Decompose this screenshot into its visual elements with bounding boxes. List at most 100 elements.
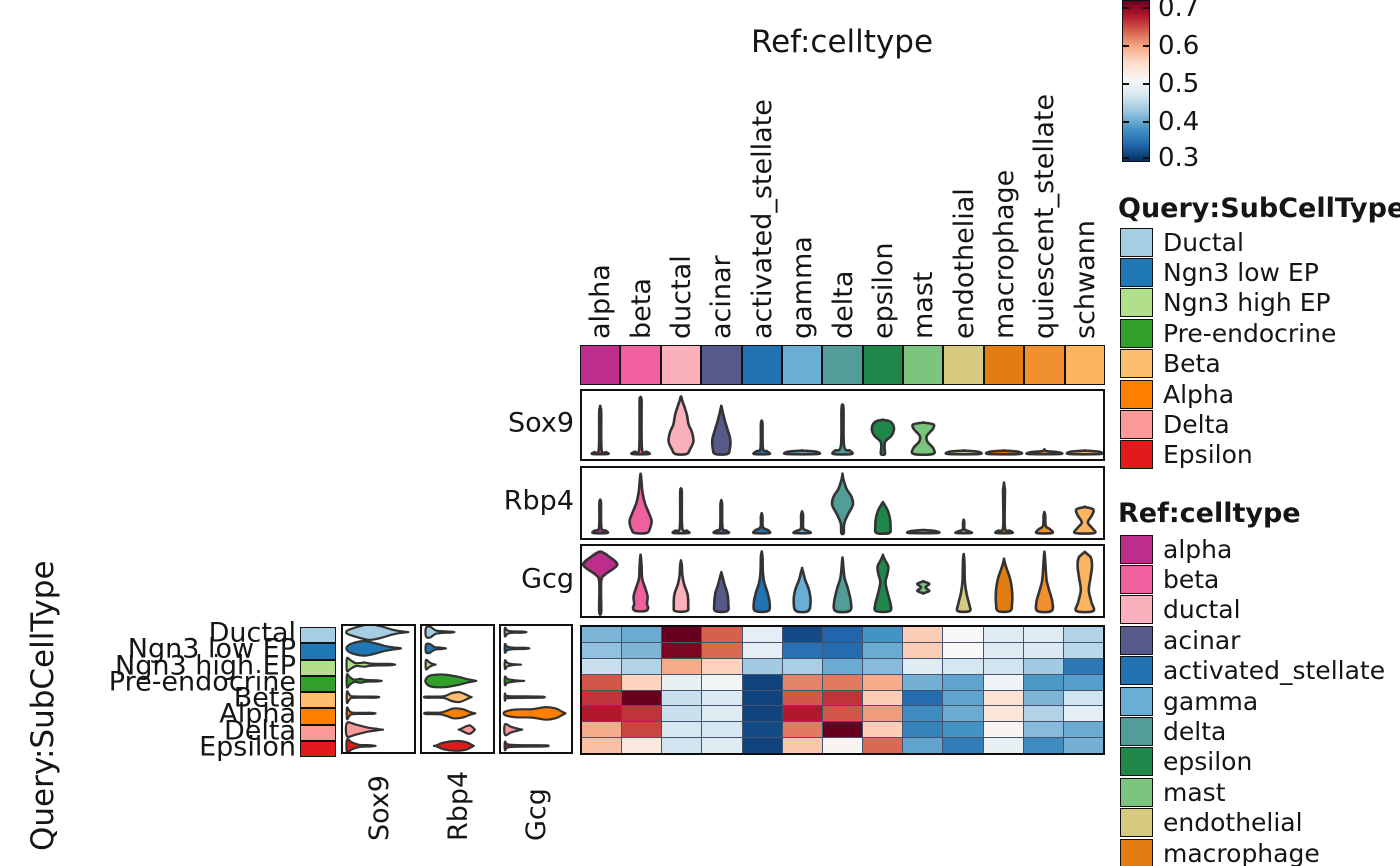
heatmap-cell (1063, 658, 1103, 674)
heatmap-cell (983, 738, 1023, 753)
heatmap-cell (1063, 674, 1103, 690)
heatmap-cell (983, 706, 1023, 722)
heatmap-cell (903, 722, 943, 738)
ref-legend-item: macrophage (1120, 838, 1400, 866)
heatmap-cell (1063, 706, 1103, 722)
violin-shape (667, 395, 695, 456)
heatmap-cell (1063, 627, 1103, 642)
violin-shape (994, 557, 1014, 614)
heatmap-cell (742, 627, 782, 642)
ref-column-label: gamma (787, 236, 819, 339)
heatmap-cell (582, 658, 622, 674)
violin-shape (792, 510, 813, 535)
ref-strip-cell-beta (620, 345, 661, 385)
query-legend-title: Query:SubCellType (1118, 193, 1400, 224)
ref-column-label: alpha (585, 264, 617, 339)
acinar-swatch (1120, 625, 1153, 655)
heatmap-cell (983, 674, 1023, 690)
violin-col-panel-sox9 (341, 624, 416, 754)
heatmap-cell (903, 738, 943, 753)
heatmap-cell (903, 706, 943, 722)
ref-strip-cell-alpha (580, 345, 621, 385)
heatmap-cell (582, 690, 622, 706)
query-legend-label: Ngn3 high EP (1163, 288, 1331, 318)
ref-legend-label: gamma (1163, 686, 1259, 716)
heatmap-cell (822, 738, 863, 753)
violin-shape (457, 724, 477, 735)
heatmap-cell (702, 690, 742, 706)
violin-shape (630, 395, 652, 456)
epsilon-swatch (1120, 747, 1153, 777)
violin-shape (582, 550, 619, 616)
heatmap-cell (822, 627, 863, 642)
violin-shape (503, 659, 523, 671)
ref-strip-cell-epsilon (862, 345, 903, 385)
heatmap-cell (782, 738, 822, 753)
ref-strip-cell-quiescent_stellate (1024, 345, 1065, 385)
heatmap-cell (983, 722, 1023, 738)
heatmap-cell (782, 627, 822, 642)
heatmap-cell (1023, 627, 1063, 642)
heatmap-cell (662, 706, 702, 722)
Alpha-swatch (1120, 379, 1153, 409)
ref-strip-cell-mast (903, 345, 944, 385)
ref-strip-cell-schwann (1064, 345, 1105, 385)
heatmap-cell (863, 722, 903, 738)
heatmap-cell (582, 706, 622, 722)
gene-label-sox9: Sox9 (508, 407, 574, 439)
heatmap-cell (702, 658, 742, 674)
violin-shape (590, 404, 610, 456)
violin-shape (831, 403, 854, 456)
heatmap-cell (943, 642, 983, 658)
ref-column-label: activated_stellate (746, 99, 778, 339)
heatmap-cell (782, 722, 822, 738)
heatmap-cell (662, 658, 702, 674)
heatmap-cell (1023, 658, 1063, 674)
heatmap-cell (943, 722, 983, 738)
query-legend-item: Alpha (1120, 379, 1400, 409)
heatmap-cell (1023, 690, 1063, 706)
ref-column-label: beta (625, 278, 657, 339)
query-legend-item: Epsilon (1120, 440, 1400, 470)
ref-column-label: macrophage (989, 169, 1021, 339)
violin-shape (751, 511, 772, 535)
activated_stellate-swatch (1120, 656, 1153, 686)
colorbar-tick-label: 0.3 (1158, 143, 1200, 173)
heatmap-cell (702, 738, 742, 753)
query-strip-cell-Ductal (300, 627, 336, 644)
heatmap-cell (702, 706, 742, 722)
heatmap-cell (863, 738, 903, 753)
heatmap-cell (863, 658, 903, 674)
heatmap-cell (742, 722, 782, 738)
heatmap-cell (782, 658, 822, 674)
ref-color-strip (580, 345, 1105, 385)
ref-legend-label: mast (1163, 777, 1226, 807)
ref-legend-label: acinar (1163, 625, 1241, 655)
violin-row-panel-sox9 (580, 389, 1105, 461)
violin-shape (1065, 449, 1103, 456)
query-strip-cell-Epsilon (300, 740, 336, 757)
violin-row-panel-rbp4 (580, 466, 1105, 540)
heatmap-cell (822, 722, 863, 738)
heatmap-cell (782, 674, 822, 690)
macrophage-swatch (1120, 838, 1153, 866)
Ngn3 high EP-swatch (1120, 288, 1153, 318)
heatmap-cell (983, 690, 1023, 706)
heatmap-cell (903, 690, 943, 706)
violin-shape (1025, 447, 1064, 456)
heatmap-cell (662, 627, 702, 642)
violin-shape (345, 656, 397, 673)
query-row-label: Ductal (208, 617, 296, 649)
heatmap-cell (622, 706, 662, 722)
ref-legend-item: mast (1120, 777, 1400, 807)
heatmap-cell (1023, 706, 1063, 722)
alpha-swatch (1120, 534, 1153, 564)
violin-shape (424, 673, 478, 689)
query-subcelltype-axis-title: Query:SubCellType (25, 560, 61, 851)
violin-shape (944, 449, 983, 456)
heatmap-cell (662, 690, 702, 706)
colorbar-tick-mark (1143, 45, 1149, 47)
violin-shape (503, 642, 531, 654)
